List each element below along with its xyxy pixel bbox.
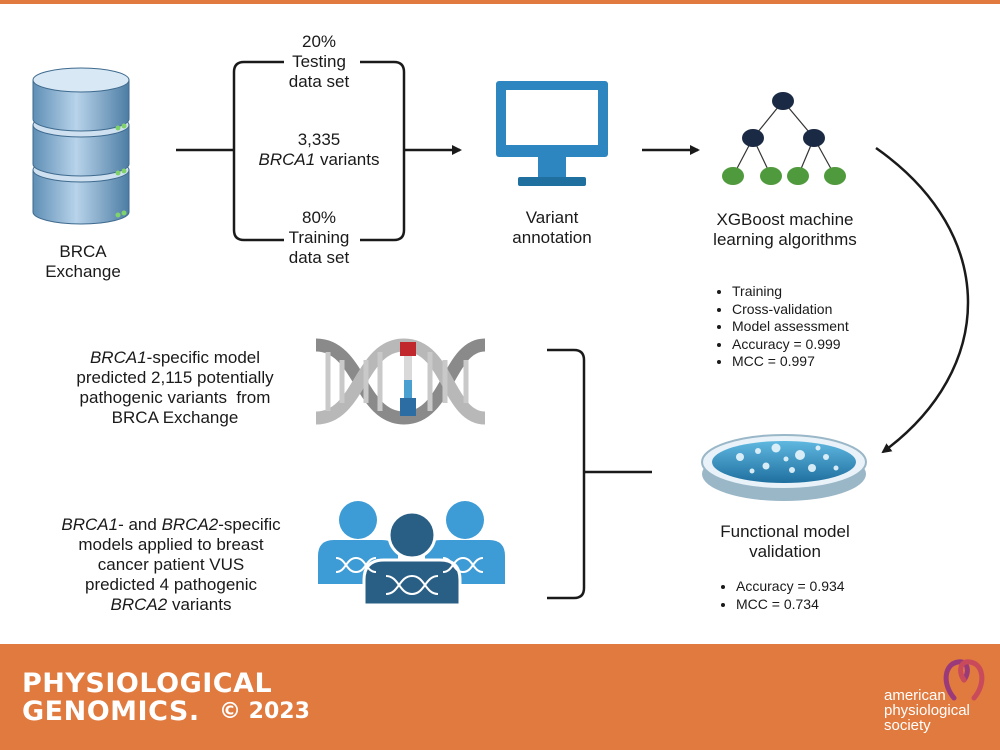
prediction-2-line1-rest: -specific bbox=[218, 515, 281, 534]
training-set-label: 80% Training data set bbox=[249, 208, 389, 268]
prediction-2-line5: BRCA2 variants bbox=[36, 595, 306, 615]
prediction-1-line4: BRCA Exchange bbox=[111, 408, 239, 427]
prediction-1-line1: BRCA1-specific model bbox=[40, 348, 310, 368]
dna-icon bbox=[315, 338, 486, 425]
training-subtitle: data set bbox=[288, 248, 350, 267]
journal-logo: PHYSIOLOGICAL GENOMICS. bbox=[22, 670, 272, 726]
copyright-text: © 2023 bbox=[219, 699, 310, 724]
testing-title: Testing bbox=[292, 52, 346, 71]
list-item: Accuracy = 0.999 bbox=[732, 336, 912, 354]
testing-percent: 20% bbox=[301, 32, 337, 51]
list-item: Accuracy = 0.934 bbox=[736, 578, 896, 596]
list-item: Training bbox=[732, 283, 912, 301]
prediction-bracket bbox=[547, 348, 652, 600]
list-item: MCC = 0.734 bbox=[736, 596, 896, 614]
computer-monitor-icon bbox=[496, 81, 608, 186]
prediction-2-line1: BRCA1- and BRCA2-specific bbox=[36, 515, 306, 535]
society-line3: society bbox=[884, 717, 931, 734]
people-dna-icon bbox=[318, 501, 505, 607]
training-title: Training bbox=[288, 228, 350, 247]
annotation-line1: Variant bbox=[525, 208, 579, 227]
variants-text: BRCA1 variants bbox=[249, 150, 389, 170]
prediction-2-line5-rest: variants bbox=[167, 595, 232, 614]
validation-line2: validation bbox=[749, 542, 821, 561]
prediction-2-line4: predicted 4 pathogenic bbox=[84, 575, 258, 594]
society-line1: american bbox=[884, 687, 946, 704]
footer-banner: PHYSIOLOGICAL GENOMICS. © 2023 american … bbox=[0, 644, 1000, 750]
database-icon bbox=[32, 67, 130, 225]
validation-line1: Functional model bbox=[720, 522, 850, 541]
prediction-1-line2: predicted 2,115 potentially bbox=[76, 368, 274, 387]
journal-line2: GENOMICS. bbox=[22, 696, 200, 727]
xgboost-to-validation-arrow bbox=[875, 146, 970, 454]
xgboost-metrics-list: Training Cross-validation Model assessme… bbox=[714, 283, 912, 371]
source-label: BRCA Exchange bbox=[28, 242, 138, 282]
list-item: Cross-validation bbox=[732, 301, 912, 319]
validation-label: Functional model validation bbox=[690, 522, 880, 562]
prediction-2-line5-gene: BRCA2 bbox=[110, 595, 168, 614]
list-item: Model assessment bbox=[732, 318, 912, 336]
source-label-line1: BRCA bbox=[59, 242, 107, 261]
variants-suffix: variants bbox=[315, 150, 380, 169]
prediction-2-and: - and bbox=[118, 515, 162, 534]
validation-metrics-list: Accuracy = 0.934 MCC = 0.734 bbox=[718, 578, 896, 613]
variants-count: 3,335 bbox=[297, 130, 341, 149]
xgboost-line1: XGBoost machine bbox=[716, 210, 854, 229]
annotation-line2: annotation bbox=[512, 228, 592, 247]
variants-gene: BRCA1 bbox=[258, 150, 316, 169]
journal-line1: PHYSIOLOGICAL bbox=[22, 668, 273, 699]
testing-set-label: 20% Testing data set bbox=[249, 32, 389, 92]
source-label-line2: Exchange bbox=[45, 262, 121, 281]
prediction-1-line3: pathogenic variants from bbox=[79, 388, 271, 407]
variants-label: 3,335 BRCA1 variants bbox=[249, 130, 389, 170]
training-percent: 80% bbox=[301, 208, 337, 227]
society-logo-icon bbox=[943, 659, 985, 701]
prediction-1-label: BRCA1-specific model predicted 2,115 pot… bbox=[40, 348, 310, 428]
workflow-diagram bbox=[32, 60, 970, 607]
decision-tree-icon bbox=[722, 92, 846, 185]
xgboost-label: XGBoost machine learning algorithms bbox=[690, 210, 880, 250]
society-name: american physiological society bbox=[884, 688, 970, 733]
list-item: MCC = 0.997 bbox=[732, 353, 912, 371]
prediction-1-line1-rest: -specific model bbox=[146, 348, 261, 367]
prediction-2-gene1: BRCA1 bbox=[61, 515, 119, 534]
xgboost-line2: learning algorithms bbox=[713, 230, 857, 249]
top-accent-bar bbox=[0, 0, 1000, 4]
petri-dish-icon bbox=[701, 434, 867, 501]
society-line2: physiological bbox=[884, 702, 970, 719]
prediction-2-line2: models applied to breast bbox=[78, 535, 264, 554]
annotation-label: Variant annotation bbox=[482, 208, 622, 248]
prediction-2-label: BRCA1- and BRCA2-specific models applied… bbox=[36, 515, 306, 615]
prediction-2-line3: cancer patient VUS bbox=[97, 555, 245, 574]
prediction-2-gene2: BRCA2 bbox=[161, 515, 219, 534]
prediction-1-gene: BRCA1 bbox=[89, 348, 147, 367]
testing-subtitle: data set bbox=[288, 72, 350, 91]
